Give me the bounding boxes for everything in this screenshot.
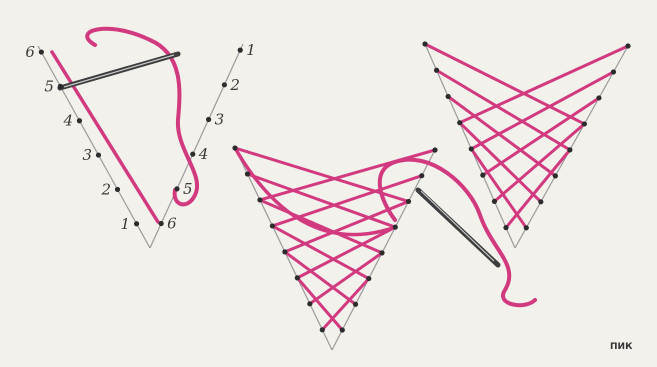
hole-dot	[419, 173, 424, 178]
hole-dot	[492, 199, 497, 204]
right-number-label: 2	[229, 76, 240, 94]
left-number-label: 6	[25, 43, 35, 61]
hole-dot	[307, 301, 312, 306]
right-number-label: 6	[167, 215, 177, 233]
hole-dot	[340, 327, 345, 332]
hole-dot	[115, 187, 120, 192]
hole-dot	[446, 94, 451, 99]
hole-dot	[567, 147, 572, 152]
right-number-label: 3	[215, 110, 225, 128]
left-number-label: 1	[121, 215, 131, 233]
hole-dot	[58, 84, 63, 89]
hole-dot	[393, 225, 398, 230]
left-number-label: 4	[62, 112, 73, 130]
hole-dot	[320, 327, 325, 332]
left-number-label: 5	[44, 77, 54, 95]
hole-dot	[134, 221, 139, 226]
hole-dot	[596, 95, 601, 100]
hole-dot	[174, 186, 179, 191]
hole-dot	[611, 69, 616, 74]
hole-dot	[524, 225, 529, 230]
right-number-label: 1	[246, 41, 256, 59]
hole-dot	[39, 49, 44, 54]
hole-dot	[257, 197, 262, 202]
hole-dot	[222, 82, 227, 87]
hole-dot	[366, 276, 371, 281]
hole-dot	[480, 173, 485, 178]
hole-dot	[232, 145, 237, 150]
hole-dot	[190, 152, 195, 157]
hole-dot	[625, 43, 630, 48]
hole-dot	[282, 249, 287, 254]
hole-dot	[432, 147, 437, 152]
hole-dot	[538, 199, 543, 204]
hole-dot	[96, 152, 101, 157]
left-number-label: 2	[101, 180, 112, 198]
hole-dot	[77, 118, 82, 123]
hole-dot	[503, 225, 508, 230]
hole-dot	[270, 223, 275, 228]
hole-dot	[553, 173, 558, 178]
hole-dot	[434, 68, 439, 73]
hole-dot	[353, 302, 358, 307]
hole-dot	[469, 146, 474, 151]
hole-dot	[295, 275, 300, 280]
illustrator-credit: ПИК	[610, 342, 633, 352]
hole-dot	[582, 121, 587, 126]
right-number-label: 5	[183, 180, 193, 198]
left-number-label: 3	[82, 146, 92, 164]
right-number-label: 4	[198, 145, 209, 163]
hole-dot	[159, 221, 164, 226]
hole-dot	[238, 48, 243, 53]
hole-dot	[245, 171, 250, 176]
hole-dot	[406, 199, 411, 204]
hole-dot	[422, 41, 427, 46]
hole-dot	[379, 250, 384, 255]
hole-dot	[457, 120, 462, 125]
hole-dot	[206, 117, 211, 122]
